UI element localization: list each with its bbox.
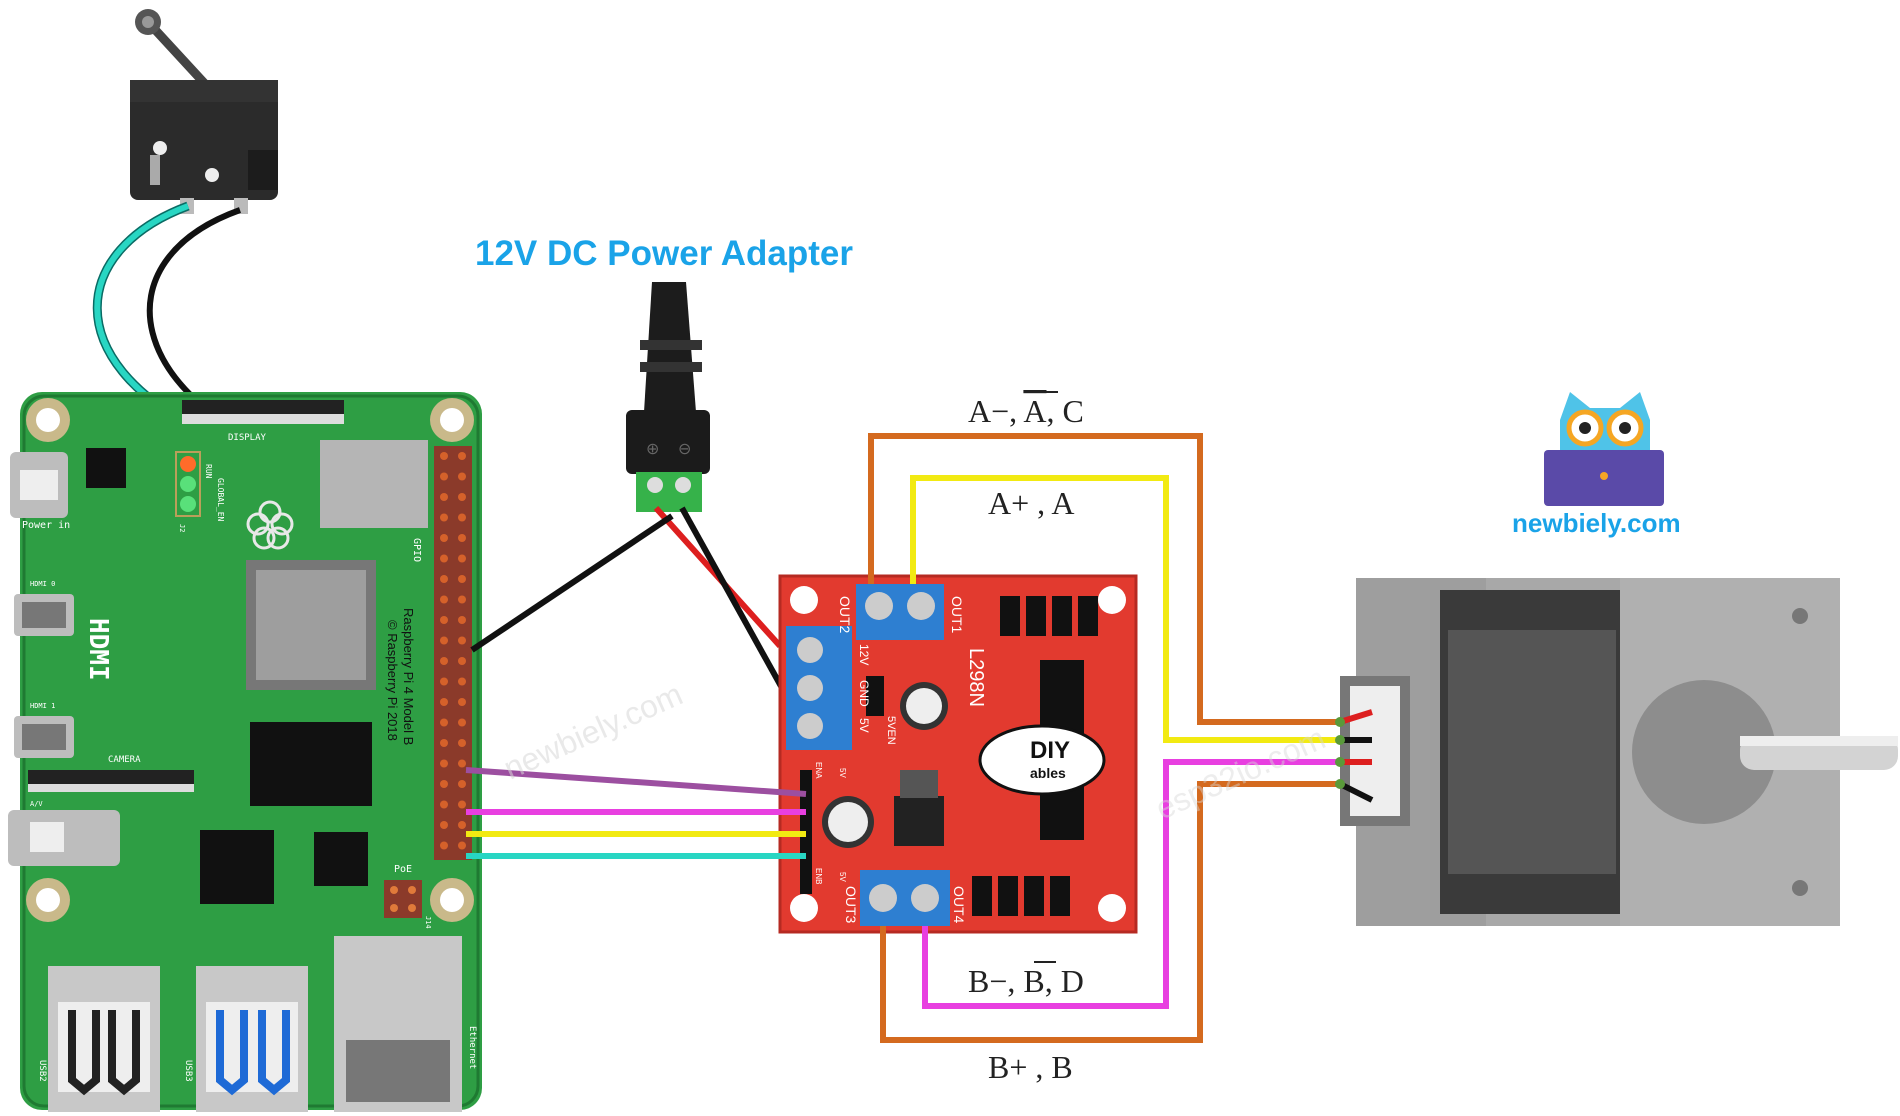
gpio-pin [440,677,448,686]
gpio-pin [458,841,466,850]
5ven-label: 5VEN [885,716,897,745]
pi-copyright-label: © Raspberry Pi 2018 [385,620,400,741]
gpio-pin [440,759,448,768]
gpio-pin [440,780,448,788]
hdmi-label: HDMI [83,618,113,681]
l298n-driver [778,574,1138,934]
gpio-pin [440,534,448,542]
out3-label: OUT3 [843,886,859,924]
j14-label: J14 [424,916,432,929]
gpio-pin [458,493,466,501]
enb-label: ENB [814,868,823,884]
terminal-plus-mark: ⊕ [646,441,659,458]
gpio-pin [458,677,466,686]
12v-label: 12V [857,644,871,665]
diagram-title: 12V DC Power Adapter [475,234,853,273]
gpio-pin [458,554,466,563]
gpio-pin [458,739,466,747]
ethernet-label: Ethernet [467,1026,477,1069]
gpio-pin [458,718,466,727]
display-label: DISPLAY [228,433,267,443]
wire-in1-purple [465,767,807,797]
5v-label: 5V [857,718,871,733]
label-a-plus: A+ , A [988,485,1075,521]
gpio-pin [440,821,448,829]
dc-power-adapter: ⊕ ⊖ [626,282,710,512]
gpio-pin [440,800,448,809]
gpio-pin [458,759,466,768]
wire-a-minus-orange [868,433,1340,725]
gpio-pin [440,575,448,583]
av-label: A/V [30,800,43,808]
stepper-motor [1340,578,1898,926]
logo-ables: ables [1030,765,1066,781]
raspberry-pi-board [8,392,482,1112]
gpio-pin [440,718,448,727]
hdmi0-label: HDMI 0 [30,580,55,588]
gpio-pin [458,616,466,624]
j2-label: J2 [178,524,186,532]
gpio-label: GPIO [411,538,422,562]
gpio-pin [440,513,448,522]
gpio-pin [458,800,466,809]
usb2-label: USB2 [37,1060,47,1082]
wire-b-minus-magenta [922,759,1340,1009]
label-a-minus: A−, A, C [968,393,1084,429]
usb3-label: USB3 [183,1060,193,1082]
wire-a-plus-yellow [910,475,1340,743]
chip-label: L298N [965,648,987,707]
gpio-pin [440,657,448,665]
pi-model-label: Raspberry Pi 4 Model B [401,608,416,745]
label-b-plus: B+ , B [988,1049,1073,1085]
global-en-label: GLOBAL_EN [216,478,225,522]
adapter-wire-black-to-driver [679,506,785,690]
gpio-pin [458,472,466,481]
out2-label: OUT2 [837,596,853,634]
gpio-pin [458,636,466,645]
gpio-pin [458,452,466,460]
gpio-pin [458,698,466,706]
out4-label: OUT4 [951,886,967,924]
5v-bottom-label: 5V [838,872,847,882]
gpio-pin [440,595,448,604]
gpio-pin [458,595,466,604]
watermark-esp32io: esp32io.com [1150,720,1330,827]
terminal-minus-mark: ⊖ [678,441,691,458]
watermark-newbiely: newbiely.com [498,676,688,787]
gpio-pin [458,534,466,542]
logo-diy: DIY [1030,737,1070,764]
gpio-pin [440,493,448,501]
wire-b-plus-orange [880,781,1340,1043]
brand-owl-icon [1544,392,1664,506]
gpio-pin [440,616,448,624]
gpio-pin [440,452,448,460]
gpio-pin [440,554,448,563]
gpio-pin [440,698,448,706]
camera-label: CAMERA [108,755,141,765]
brand-name: newbiely.com [1512,508,1681,538]
adapter-wire-black-to-pi [470,513,674,653]
hdmi1-label: HDMI 1 [30,702,55,710]
poe-label: PoE [394,864,412,875]
gpio-pin [458,513,466,522]
gpio-pin [458,575,466,583]
label-b-minus: B−, B, D [968,963,1084,999]
run-label: RUN [204,464,213,479]
out1-label: OUT1 [949,596,965,634]
gpio-pin [440,841,448,850]
gpio-pin [440,472,448,481]
gnd-label: GND [857,680,871,707]
power-in-label: Power in [22,520,70,531]
5v-top-label: 5V [838,768,847,778]
gpio-pin [458,780,466,788]
gpio-pin [458,657,466,665]
gpio-pin [440,739,448,747]
gpio-pin [440,636,448,645]
limit-switch [130,9,278,214]
ena-label: ENA [814,762,823,779]
gpio-pin [458,821,466,829]
